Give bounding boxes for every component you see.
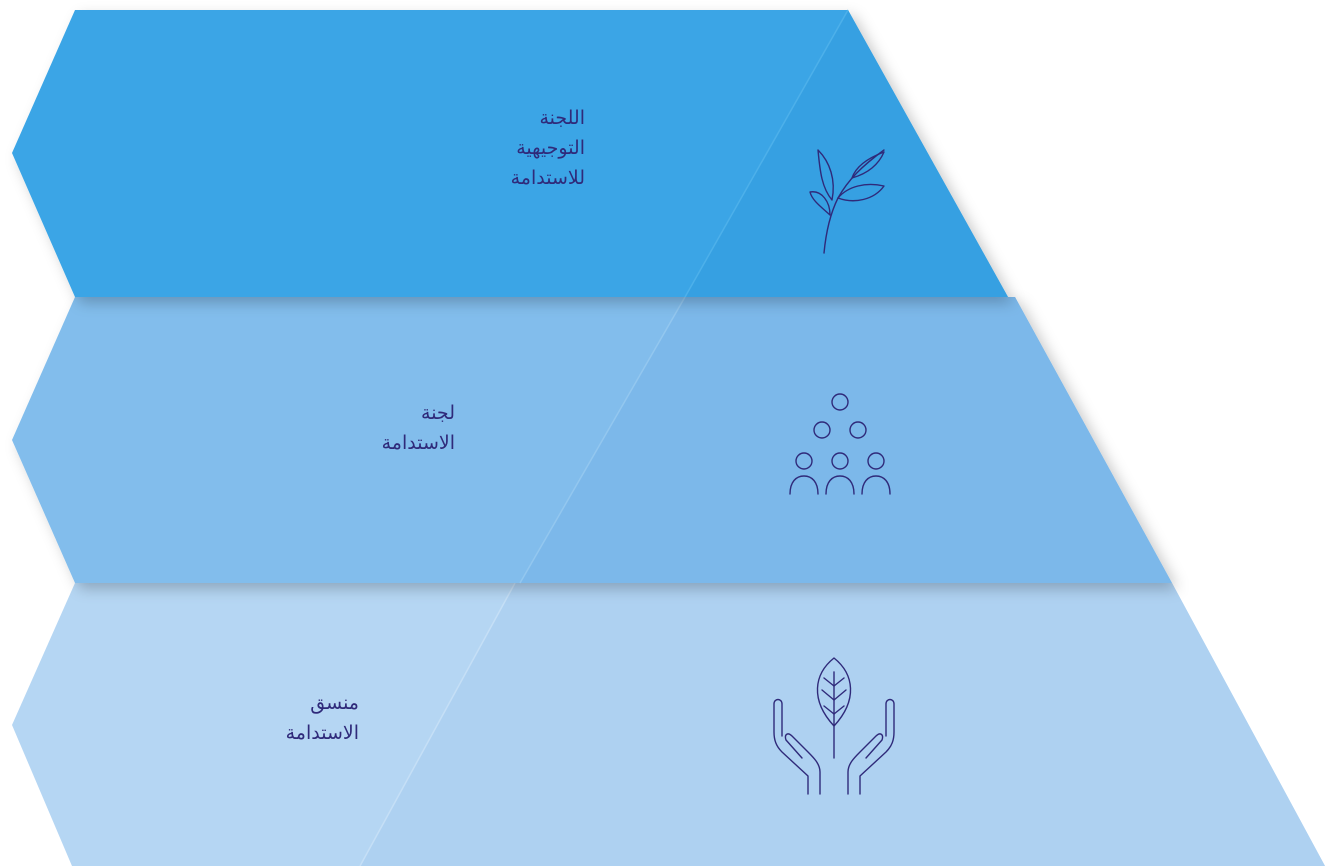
plant-branch-icon [808, 142, 888, 257]
tier-2-line-1: لجنة [421, 402, 455, 424]
hands-leaf-icon [764, 654, 904, 800]
tier-1-line-2: التوجيهية [516, 137, 585, 159]
tier-3-shape [12, 582, 1325, 866]
tier-3-line-1: منسق [310, 692, 359, 714]
tier-3-fold-line [359, 582, 516, 866]
tier-1-label: اللجنة التوجيهية للاستدامة [511, 103, 585, 193]
tier-1-fold-line [684, 9, 849, 298]
tier-2-label: لجنة الاستدامة [382, 398, 455, 458]
tier-1-line-1: اللجنة [539, 107, 585, 129]
tier-2-fold-line [519, 296, 686, 584]
tier-1-facet [685, 10, 1008, 297]
tier-3-facet [360, 583, 1325, 866]
tier-3-line-2: الاستدامة [285, 722, 359, 744]
tier-1-line-3: للاستدامة [510, 167, 585, 189]
tier-2-facet [520, 297, 1172, 583]
tier-2-line-2: الاستدامة [381, 432, 455, 454]
people-group-icon [782, 390, 898, 500]
tier-3-label: منسق الاستدامة [286, 688, 359, 748]
